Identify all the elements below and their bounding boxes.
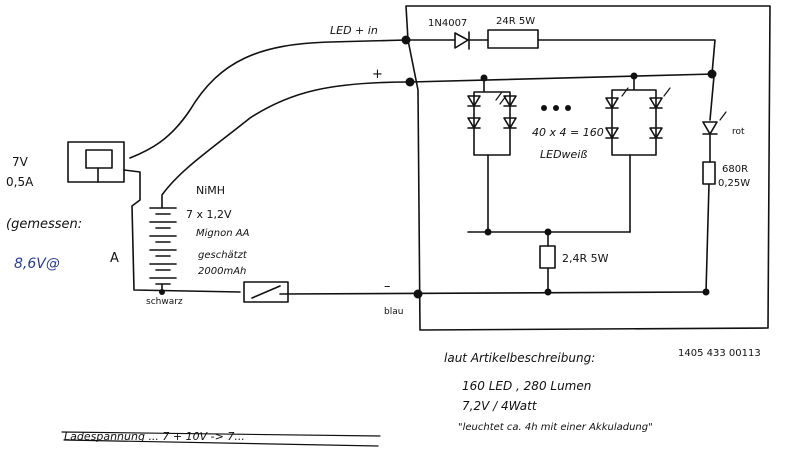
label-battery-size: Mignon AA	[196, 228, 250, 239]
wire-led-in	[129, 39, 456, 159]
label-battery-note: geschätzt	[198, 250, 248, 261]
junction-red	[707, 69, 717, 79]
wire-top-right	[537, 39, 716, 75]
battery-stack	[149, 195, 177, 293]
label-crossed-note: Ladespannung ... 7 + 10V -> 7...	[64, 430, 245, 443]
label-res-series: 24R 5W	[496, 16, 535, 27]
red-led-branch	[702, 75, 727, 293]
junction-left-string	[480, 74, 488, 82]
ellipsis-dot-1	[541, 105, 547, 111]
strikethrough-line	[61, 431, 381, 437]
power-jack	[67, 141, 241, 293]
label-led-array: 40 x 4 = 160	[532, 126, 604, 139]
junction-minus-res	[544, 288, 552, 296]
junction-led-in	[401, 35, 411, 45]
junction-plus	[405, 77, 415, 87]
label-spec-line2: 7,2V / 4Watt	[462, 399, 538, 413]
ellipsis-dot-2	[553, 105, 559, 111]
junction-minus-red	[702, 288, 710, 296]
junction-right-string	[630, 72, 638, 80]
label-plus: +	[372, 67, 383, 82]
label-res-red-power: 0,25W	[718, 178, 750, 189]
label-supply-voltage: 7V	[12, 155, 29, 169]
label-measured-value: 8,6V@	[14, 256, 60, 272]
wire-minus-rail	[279, 291, 707, 295]
label-blue-wire: blau	[384, 307, 403, 317]
wire-plus-rail	[409, 73, 715, 83]
label-black-wire: schwarz	[146, 297, 183, 307]
junction-battery-minus	[159, 289, 165, 295]
ellipsis-dot-3	[565, 105, 571, 111]
label-diode: 1N4007	[428, 18, 467, 29]
label-measured: (gemessen:	[6, 217, 82, 232]
label-spec-line1: 160 LED , 280 Lumen	[462, 379, 591, 393]
label-battery-capacity: 2000mAh	[198, 266, 246, 277]
junction-common-mid	[544, 228, 552, 236]
label-supply-current: 0,5A	[6, 175, 34, 189]
resistor-24r	[487, 29, 539, 49]
led-string-left	[467, 77, 517, 233]
label-spec-line3: "leuchtet ca. 4h mit einer Akkuladung"	[458, 422, 653, 433]
label-battery-cells: 7 x 1,2V	[186, 208, 232, 221]
label-led-in: LED + in	[330, 24, 378, 37]
label-led-color: LEDweiß	[540, 148, 587, 161]
junction-common-left	[484, 228, 492, 236]
switch	[243, 281, 289, 303]
resistor-2-4r	[539, 245, 556, 269]
diode-1n4007	[454, 31, 470, 50]
wire-plus-from-battery	[161, 81, 411, 196]
label-article-no: 1405 433 00113	[678, 348, 761, 359]
label-red-led: rot	[732, 127, 745, 137]
label-measured-unit: A	[110, 251, 119, 266]
label-battery-type: NiMH	[196, 184, 225, 197]
label-res-red: 680R	[722, 164, 748, 175]
led-string-right	[605, 75, 671, 233]
strikethrough-line-2	[63, 439, 379, 447]
label-spec-title: laut Artikelbeschreibung:	[444, 351, 595, 365]
label-res-common: 2,4R 5W	[562, 252, 609, 265]
junction-minus-box	[413, 289, 423, 299]
label-minus: –	[384, 279, 391, 294]
